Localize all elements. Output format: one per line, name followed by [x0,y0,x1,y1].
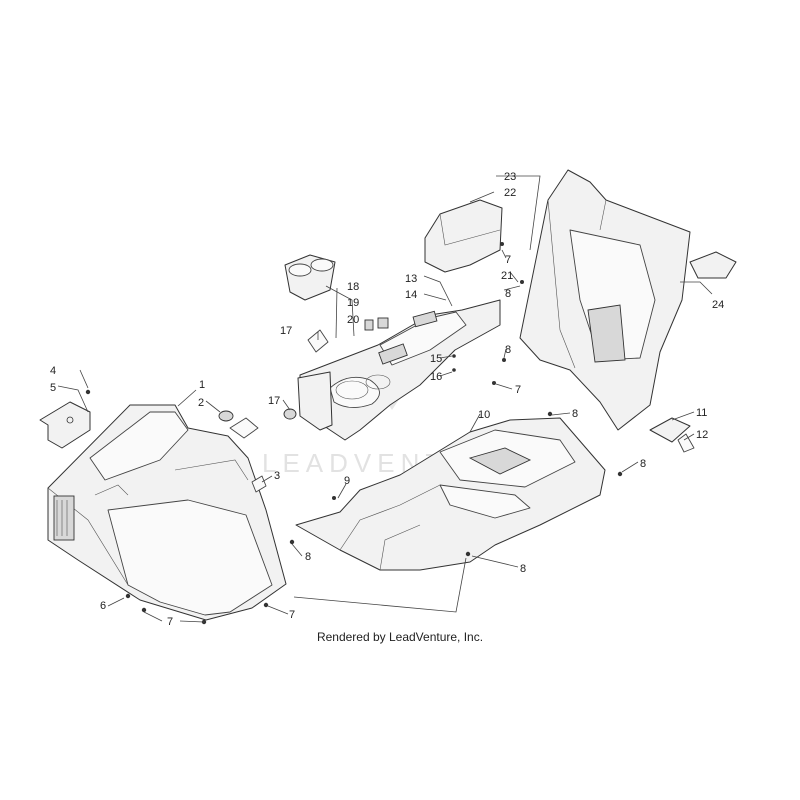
callout-label: 19 [347,297,359,309]
callout-label: 21 [501,270,513,282]
cover-plate [689,251,737,279]
switch-part [377,317,389,329]
callout-label: 5 [50,382,56,394]
callout-labels: 1 2 3 4 5 6 7 7 7 7 7 7 8 8 8 8 8 8 9 10… [50,171,724,628]
outlet-part [307,329,329,353]
callout-label: 3 [274,470,280,482]
callout-label: 15 [430,353,442,365]
center-console [297,299,501,441]
callout-label: 11 [696,407,707,419]
callout-label: 8 [505,288,511,300]
callout-label: 6 [100,600,106,612]
callout-label: 14 [405,289,417,301]
callout-label: 8 [572,408,578,420]
callout-label: 16 [430,371,442,383]
callout-label: 7 [289,609,295,621]
callout-label: 20 [347,314,359,326]
grommet-part [218,410,259,439]
callout-label: 1 [199,379,205,391]
rear-bulkhead-panel [519,169,691,431]
console-top-cover [424,199,503,273]
callout-label: 23 [504,171,516,183]
callout-label: 7 [515,384,521,396]
credit-text: Rendered by LeadVenture, Inc. [316,630,484,644]
callout-label: 7 [505,254,511,266]
callout-label: 8 [305,551,311,563]
callout-label: 10 [478,409,490,421]
callout-label: 7 [167,616,173,628]
cup-holder-insert [284,254,336,301]
callout-label: 24 [712,299,724,311]
callout-label: 13 [405,273,417,285]
callout-label: 8 [640,458,646,470]
callout-label: 4 [50,365,56,377]
floor-pan [295,417,606,571]
callout-label: 8 [520,563,526,575]
callout-label: 18 [347,281,359,293]
callout-label: 8 [505,344,511,356]
callout-label: 22 [504,187,516,199]
switch-part-2 [364,319,374,331]
callout-label: 12 [696,429,708,441]
mount-bracket [39,401,91,449]
callout-label: 17 [280,325,292,337]
callout-label: 9 [344,475,350,487]
callout-label: 17 [268,395,280,407]
bracket-clip [677,433,695,453]
leader-lines [57,175,713,623]
fasteners [85,242,623,625]
plug-part [283,408,297,420]
clip-part [251,475,267,493]
bracket-plate [649,417,691,443]
front-hood-panel [47,404,287,621]
callout-label: 2 [198,397,204,409]
